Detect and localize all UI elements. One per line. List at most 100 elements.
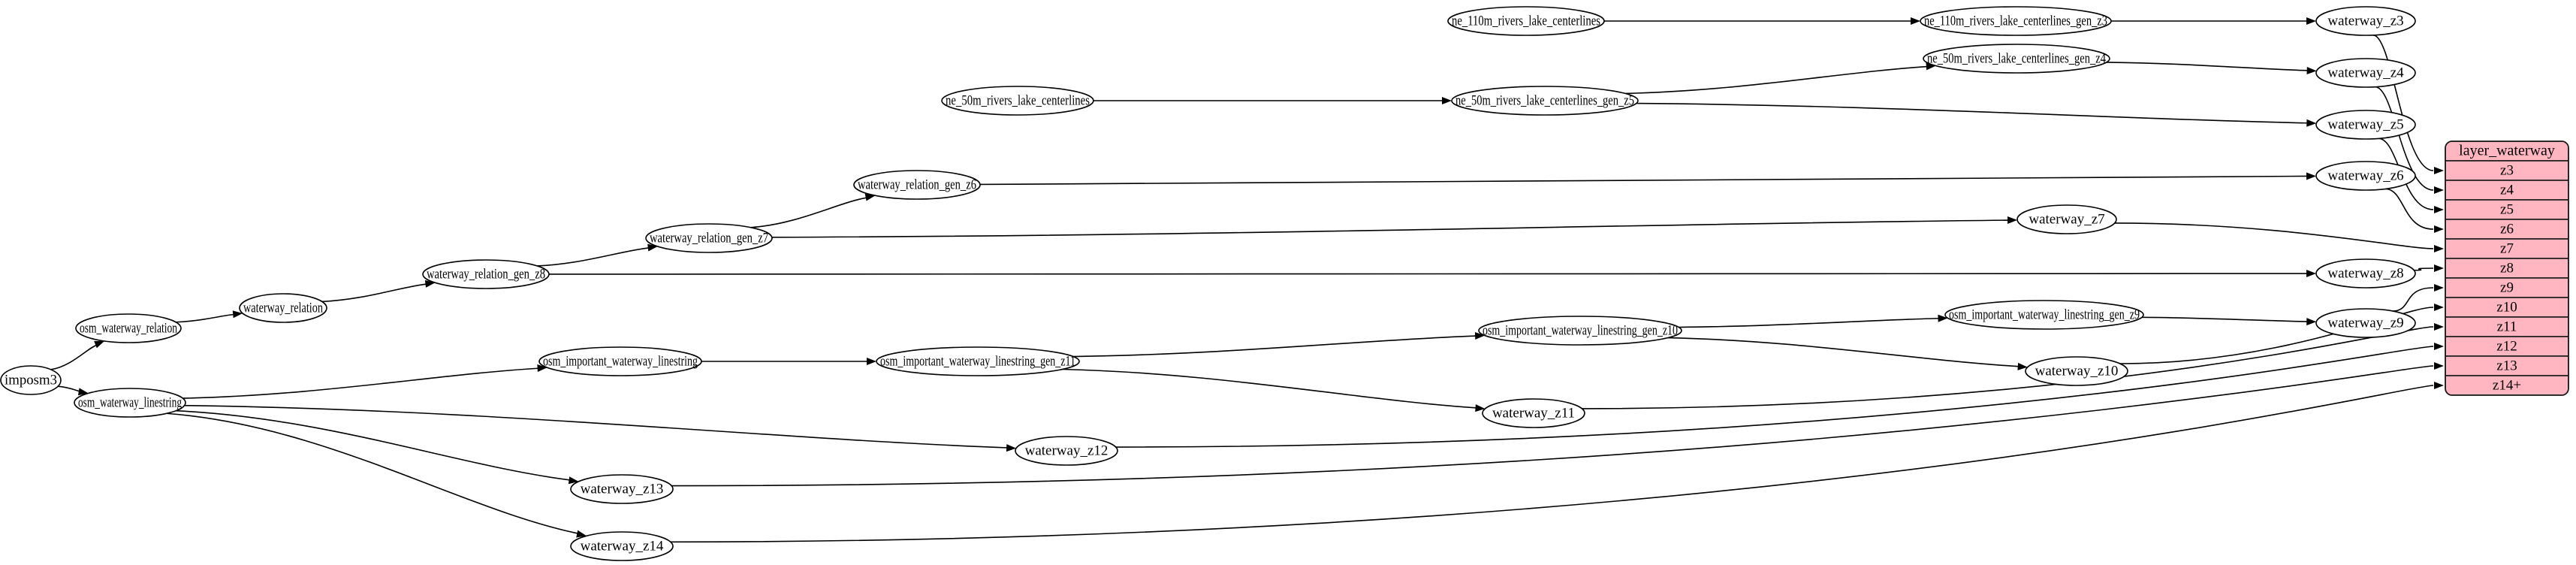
node-label-waterway_relation_gen_z6: waterway_relation_gen_z6 xyxy=(858,177,976,192)
node-shape-osm_important_waterway_linestring_gen_z11[interactable] xyxy=(876,346,1080,376)
node-osm_important_waterway_linestring_gen_z10[interactable]: osm_important_waterway_linestring_gen_z1… xyxy=(1478,316,1682,346)
node-shape-ne_50m_rivers_lake_centerlines[interactable] xyxy=(941,86,1094,116)
node-osm_waterway_linestring[interactable]: osm_waterway_linestring xyxy=(74,388,186,418)
node-osm_important_waterway_linestring_gen_z11[interactable]: osm_important_waterway_linestring_gen_z1… xyxy=(876,346,1080,376)
node-label-waterway_z10: waterway_z10 xyxy=(2035,363,2119,379)
edge-waterway_z12-to-layer_z12 xyxy=(1115,346,2434,448)
node-shape-imposm3[interactable] xyxy=(0,365,62,395)
node-imposm3[interactable]: imposm3 xyxy=(0,365,62,395)
node-waterway_z8[interactable]: waterway_z8 xyxy=(2315,258,2416,289)
node-waterway_z9[interactable]: waterway_z9 xyxy=(2315,308,2416,338)
node-shape-waterway_z14[interactable] xyxy=(570,531,674,561)
node-shape-osm_important_waterway_linestring_gen_z10[interactable] xyxy=(1478,316,1682,346)
node-shape-ne_50m_rivers_lake_centerlines_gen_z4[interactable] xyxy=(1923,44,2110,74)
node-waterway_relation_gen_z8[interactable]: waterway_relation_gen_z8 xyxy=(422,259,550,289)
node-label-waterway_relation: waterway_relation xyxy=(243,300,323,316)
node-label-ne_50m_rivers_lake_centerlines_gen_z4: ne_50m_rivers_lake_centerlines_gen_z4 xyxy=(1927,50,2106,66)
node-label-ne_50m_rivers_lake_centerlines_gen_z5: ne_50m_rivers_lake_centerlines_gen_z5 xyxy=(1455,92,1634,108)
node-waterway_relation_gen_z6[interactable]: waterway_relation_gen_z6 xyxy=(853,170,981,200)
node-waterway_z4[interactable]: waterway_z4 xyxy=(2315,58,2416,88)
edge-osm_waterway_relation-to-waterway_relation xyxy=(176,313,235,323)
node-shape-osm_important_waterway_linestring_gen_z9[interactable] xyxy=(1944,300,2144,330)
node-shape-waterway_z4[interactable] xyxy=(2315,58,2416,88)
node-shape-waterway_relation[interactable] xyxy=(239,293,327,323)
edge-waterway_z6-to-layer_z6 xyxy=(2384,188,2434,230)
node-waterway_z13[interactable]: waterway_z13 xyxy=(570,474,674,504)
node-label-waterway_z5: waterway_z5 xyxy=(2327,116,2403,132)
node-label-waterway_relation_gen_z8: waterway_relation_gen_z8 xyxy=(427,266,545,282)
node-shape-waterway_z6[interactable] xyxy=(2315,161,2416,191)
arrowhead-osm_waterway_linestring-to-osm_important_waterway_linestring xyxy=(537,364,547,372)
node-shape-osm_waterway_linestring[interactable] xyxy=(74,388,186,418)
layer-table-row-z14plus-label: z14+ xyxy=(2493,377,2521,393)
node-label-ne_50m_rivers_lake_centerlines: ne_50m_rivers_lake_centerlines xyxy=(946,92,1090,108)
node-shape-waterway_z5[interactable] xyxy=(2315,110,2416,140)
node-shape-ne_110m_rivers_lake_centerlines_gen_z3[interactable] xyxy=(1920,6,2112,36)
node-osm_important_waterway_linestring_gen_z9[interactable]: osm_important_waterway_linestring_gen_z9 xyxy=(1944,300,2144,330)
edge-osm_important_waterway_linestring_gen_z11-to-waterway_z11 xyxy=(1062,368,1477,409)
node-shape-ne_110m_rivers_lake_centerlines[interactable] xyxy=(1447,6,1605,36)
node-shape-waterway_z12[interactable] xyxy=(1015,436,1118,466)
node-shape-waterway_z11[interactable] xyxy=(1482,398,1585,428)
node-label-osm_waterway_relation: osm_waterway_relation xyxy=(80,320,177,336)
arrowhead-osm_waterway_linestring-to-waterway_z14 xyxy=(576,530,587,538)
edge-osm_waterway_linestring-to-waterway_z14 xyxy=(166,412,579,534)
node-waterway_z7[interactable]: waterway_z7 xyxy=(2016,204,2117,234)
node-ne_110m_rivers_lake_centerlines[interactable]: ne_110m_rivers_lake_centerlines xyxy=(1447,6,1605,36)
node-ne_50m_rivers_lake_centerlines_gen_z5[interactable]: ne_50m_rivers_lake_centerlines_gen_z5 xyxy=(1451,86,1639,116)
layer-table-row-z3-label: z3 xyxy=(2500,162,2514,178)
edge-waterway_z13-to-layer_z13 xyxy=(671,365,2434,487)
node-waterway_z5[interactable]: waterway_z5 xyxy=(2315,110,2416,140)
arrowhead-waterway_relation_gen_z8-to-waterway_z8 xyxy=(2306,270,2316,278)
node-osm_waterway_relation[interactable]: osm_waterway_relation xyxy=(75,313,182,343)
node-label-waterway_z14: waterway_z14 xyxy=(581,538,664,554)
layer-table-row-z13-label: z13 xyxy=(2496,358,2517,373)
node-waterway_z3[interactable]: waterway_z3 xyxy=(2315,6,2416,36)
edge-waterway_z10-to-layer_z10 xyxy=(2119,307,2434,364)
node-shape-waterway_z8[interactable] xyxy=(2315,258,2416,289)
layer-table-row-z6-label: z6 xyxy=(2500,221,2514,237)
node-waterway_z10[interactable]: waterway_z10 xyxy=(2025,356,2128,386)
node-shape-waterway_z13[interactable] xyxy=(570,474,674,504)
arrowhead-waterway_relation_gen_z8-to-waterway_relation_gen_z7 xyxy=(647,243,658,252)
node-shape-osm_important_waterway_linestring[interactable] xyxy=(538,346,702,376)
arrowhead-osm_important_waterway_linestring_gen_z11-to-osm_important_waterway_linestring_gen_z10 xyxy=(1474,331,1486,340)
node-shape-waterway_relation_gen_z7[interactable] xyxy=(645,223,773,253)
node-osm_important_waterway_linestring[interactable]: osm_important_waterway_linestring xyxy=(538,346,702,376)
edge-waterway_relation_gen_z7-to-waterway_z7 xyxy=(771,219,2010,238)
arrowhead-waterway_z12-to-layer_z12 xyxy=(2434,343,2444,350)
node-shape-waterway_z3[interactable] xyxy=(2315,6,2416,36)
node-waterway_z6[interactable]: waterway_z6 xyxy=(2315,161,2416,191)
layer-table-row-z11-label: z11 xyxy=(2497,319,2517,334)
node-label-waterway_z4: waterway_z4 xyxy=(2327,65,2404,80)
node-waterway_relation[interactable]: waterway_relation xyxy=(239,293,327,323)
node-ne_50m_rivers_lake_centerlines_gen_z4[interactable]: ne_50m_rivers_lake_centerlines_gen_z4 xyxy=(1923,44,2110,74)
node-waterway_z14[interactable]: waterway_z14 xyxy=(570,531,674,561)
node-shape-waterway_z10[interactable] xyxy=(2025,356,2128,386)
node-label-waterway_z11: waterway_z11 xyxy=(1492,405,1575,421)
arrowhead-waterway_z8-to-layer_z8 xyxy=(2434,264,2444,272)
node-shape-ne_50m_rivers_lake_centerlines_gen_z5[interactable] xyxy=(1451,86,1639,116)
node-shape-waterway_z7[interactable] xyxy=(2016,204,2117,234)
layer-table-row-z14plus[interactable] xyxy=(2445,375,2568,395)
layer-table-row-z11[interactable] xyxy=(2445,316,2568,337)
node-waterway_z11[interactable]: waterway_z11 xyxy=(1482,398,1585,428)
edge-waterway_z9-to-layer_z9 xyxy=(2392,287,2434,312)
node-shape-osm_waterway_relation[interactable] xyxy=(75,313,182,343)
layer-table-row-z3[interactable] xyxy=(2445,160,2568,181)
node-label-waterway_z8: waterway_z8 xyxy=(2327,265,2403,281)
layer-table-row-z4[interactable] xyxy=(2445,180,2568,201)
layer-table-row-z13[interactable] xyxy=(2445,355,2568,376)
arrowhead-waterway_z7-to-layer_z7 xyxy=(2434,245,2444,252)
node-ne_50m_rivers_lake_centerlines[interactable]: ne_50m_rivers_lake_centerlines xyxy=(941,86,1094,116)
node-shape-waterway_z9[interactable] xyxy=(2315,308,2416,338)
node-waterway_relation_gen_z7[interactable]: waterway_relation_gen_z7 xyxy=(645,223,773,253)
node-waterway_z12[interactable]: waterway_z12 xyxy=(1015,436,1118,466)
edge-waterway_relation_gen_z8-to-waterway_relation_gen_z7 xyxy=(537,247,650,267)
node-shape-waterway_relation_gen_z8[interactable] xyxy=(422,259,550,289)
layer-table-row-z12[interactable] xyxy=(2445,336,2568,357)
node-shape-waterway_relation_gen_z6[interactable] xyxy=(853,170,981,200)
edge-ne_50m_rivers_lake_centerlines_gen_z5-to-ne_50m_rivers_lake_centerlines_gen_z4 xyxy=(1625,65,1928,95)
node-ne_110m_rivers_lake_centerlines_gen_z3[interactable]: ne_110m_rivers_lake_centerlines_gen_z3 xyxy=(1920,6,2112,36)
edge-osm_waterway_linestring-to-osm_important_waterway_linestring xyxy=(182,367,539,399)
